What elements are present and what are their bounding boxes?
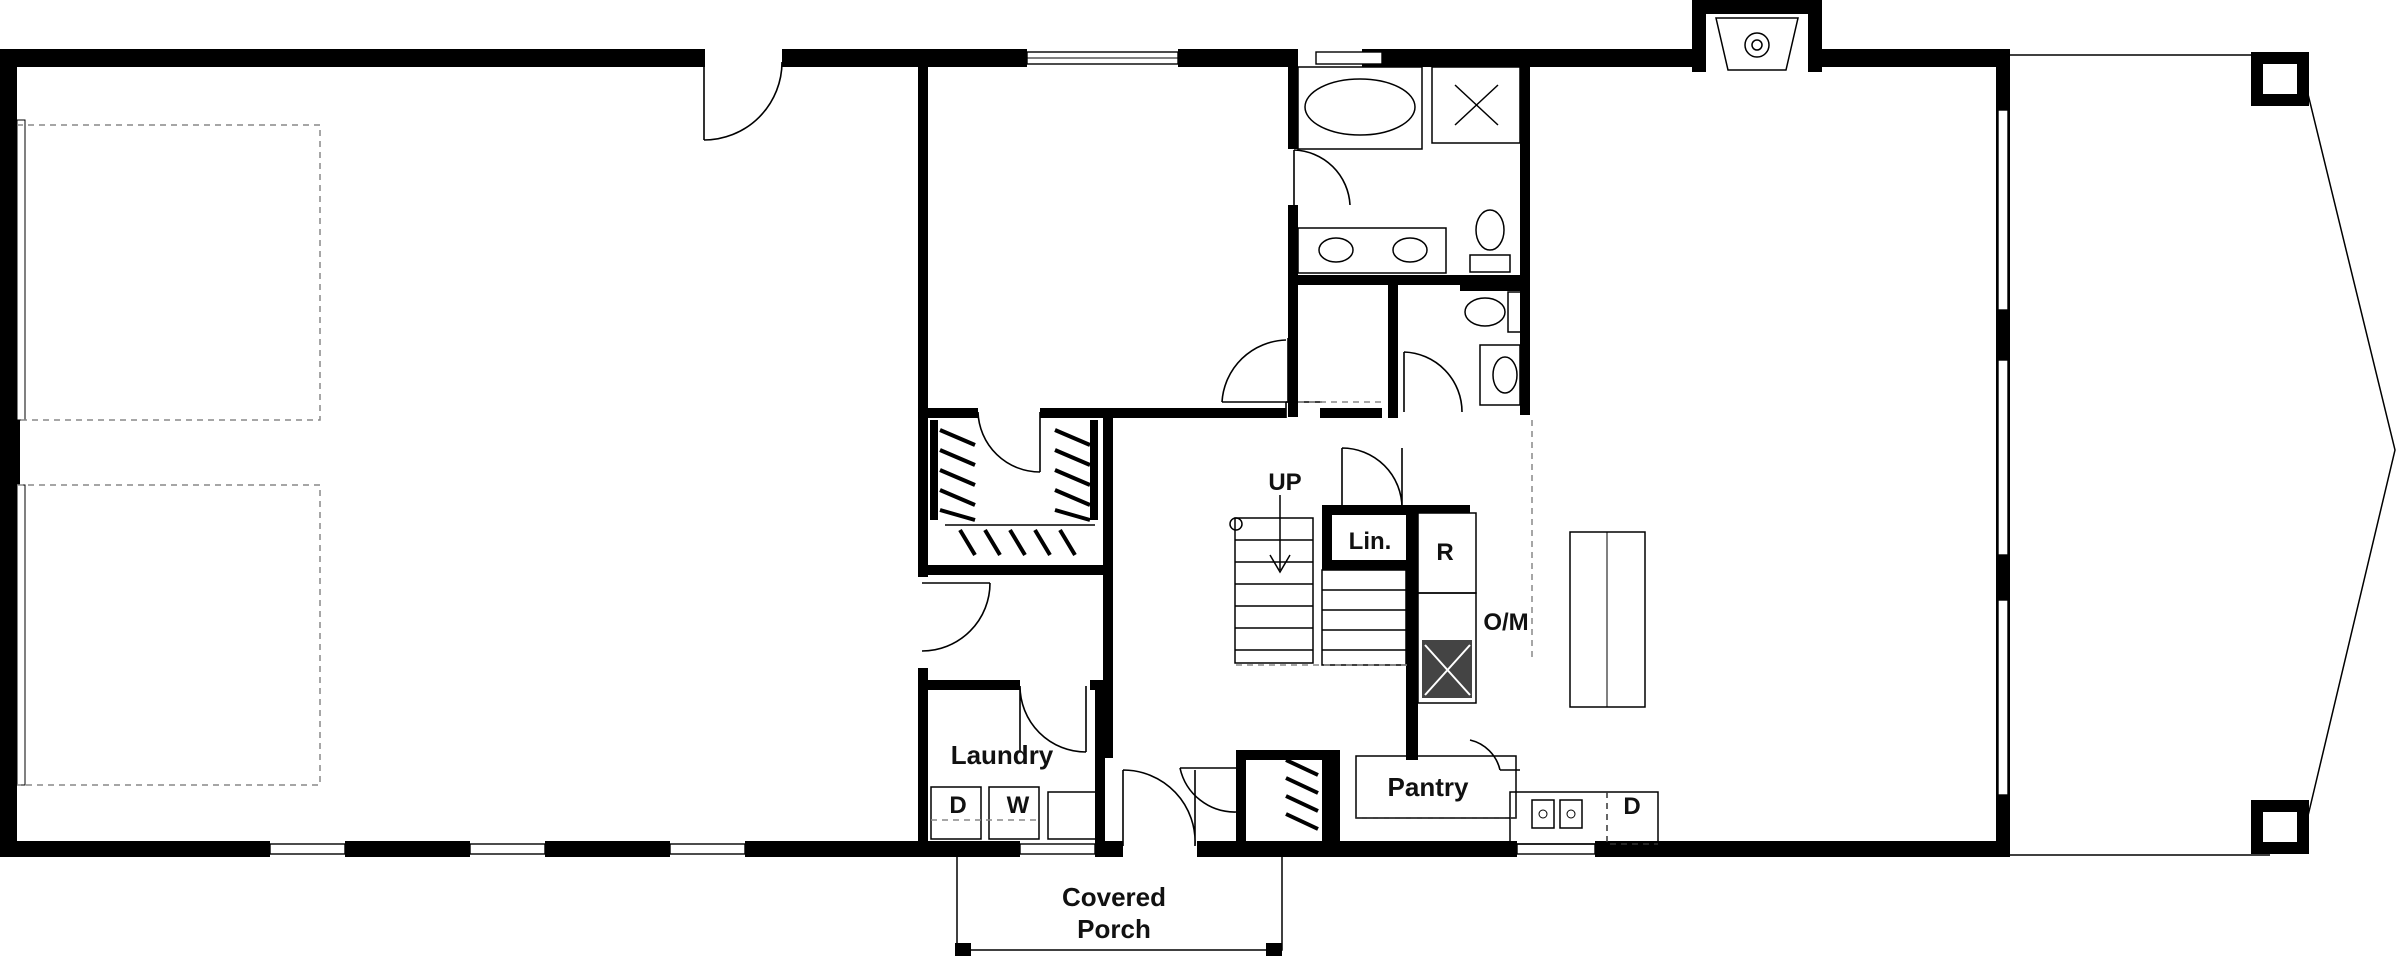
exterior-walls — [0, 0, 2010, 857]
refrigerator-label: R — [1436, 539, 1453, 566]
interior-walls — [918, 49, 1530, 856]
garage-doors — [0, 119, 321, 786]
pantry-label: Pantry — [1388, 772, 1469, 802]
washer-label: W — [1007, 792, 1030, 819]
laundry-room-label: Laundry — [951, 740, 1054, 770]
windows — [269, 51, 2010, 855]
porch-label-line2: Porch — [1077, 914, 1151, 944]
closet-shelving — [930, 420, 1319, 831]
linen-closet-label: Lin. — [1349, 528, 1392, 555]
dishwasher-label: D — [1623, 793, 1640, 820]
hall-bath-fixtures — [1298, 291, 1533, 660]
master-bath-fixtures — [1297, 66, 1521, 274]
kitchen-fixtures — [1355, 512, 1659, 845]
staircase — [1229, 495, 1410, 666]
covered-deck — [2010, 52, 2396, 856]
doors — [703, 52, 1520, 847]
laundry-fixtures — [930, 786, 1099, 840]
dryer-label: D — [949, 792, 966, 819]
covered-porch — [955, 857, 1283, 956]
fireplace — [1715, 17, 1799, 71]
stairs-up-label: UP — [1268, 469, 1301, 496]
porch-label-line1: Covered — [1062, 882, 1166, 912]
oven-microwave-label: O/M — [1483, 609, 1528, 636]
